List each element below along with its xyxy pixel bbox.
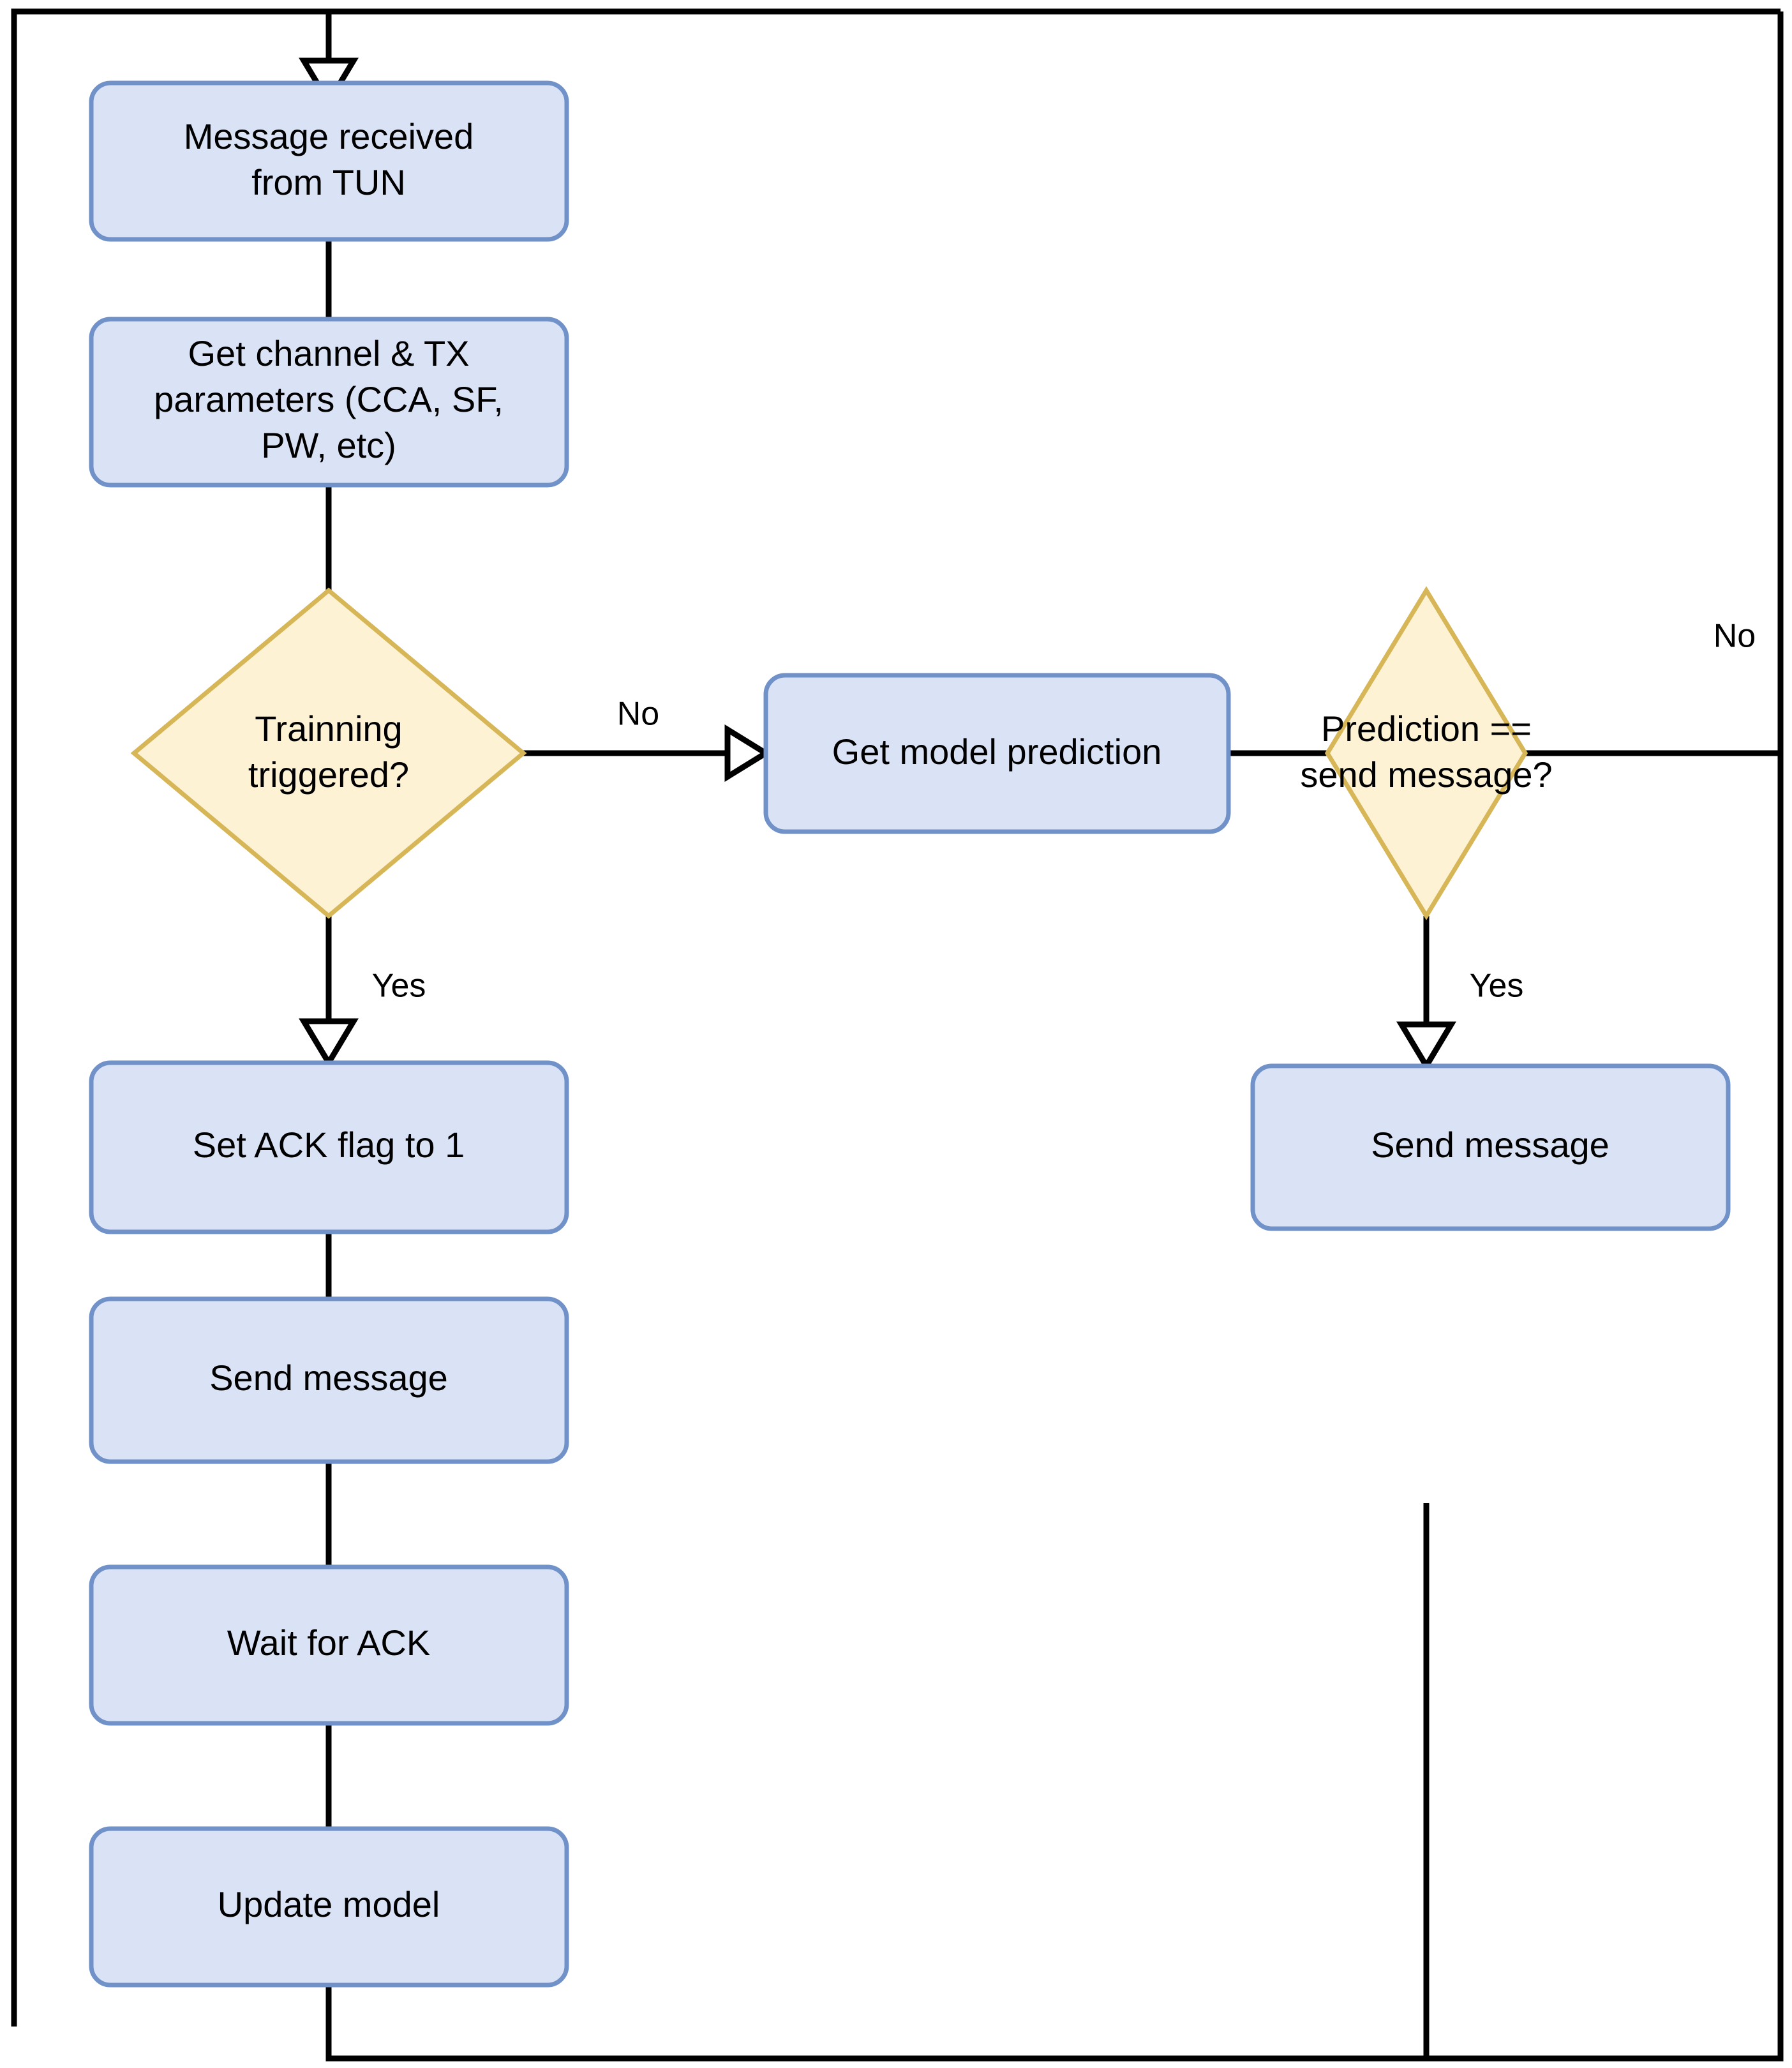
node-shape-process	[89, 1826, 569, 1988]
node-trainning-triggered-decision[interactable]: Trainning triggered?	[130, 587, 527, 919]
node-shape-process	[89, 1060, 569, 1234]
node-shape-decision	[130, 587, 527, 919]
edge-label-training-yes: Yes	[372, 968, 426, 1005]
node-send-message-right[interactable]: Send message	[1250, 1063, 1731, 1231]
arrowhead-into-send-message-right	[1396, 1021, 1456, 1072]
node-label-line: Get model prediction	[832, 731, 1162, 772]
node-shape-process	[89, 1296, 569, 1464]
edge-label-prediction-yes: Yes	[1470, 968, 1524, 1005]
node-label-line: Get channel & TX	[188, 333, 470, 373]
node-label-line: send message?	[1300, 754, 1552, 795]
node-shape-process	[89, 1564, 569, 1726]
node-label-line: Message received	[184, 116, 474, 156]
node-shape-process	[89, 80, 569, 242]
node-label-line: Prediction ==	[1321, 708, 1532, 749]
node-shape-decision	[1324, 586, 1528, 920]
connector-outer-loop-frame	[11, 8, 1781, 2027]
node-send-message-left[interactable]: Send message	[89, 1296, 569, 1464]
node-shape-process	[763, 673, 1231, 834]
node-label-line: Send message	[1371, 1125, 1609, 1165]
node-label-line: Trainning	[255, 708, 402, 749]
node-set-ack-flag-to-1[interactable]: Set ACK flag to 1	[89, 1060, 569, 1234]
edge-label-prediction-no: No	[1714, 618, 1756, 655]
arrowhead-into-get-prediction	[724, 724, 772, 783]
node-label-line: parameters (CCA, SF,	[154, 379, 504, 419]
arrowhead-into-set-ack	[299, 1018, 359, 1068]
node-get-model-prediction[interactable]: Get model prediction	[763, 673, 1231, 834]
node-prediction-equals-send-message-decision[interactable]: Prediction == send message?	[1300, 586, 1553, 920]
node-label-line: PW, etc)	[261, 425, 396, 465]
node-shape-process	[89, 317, 569, 488]
node-label-line: from TUN	[251, 162, 406, 202]
node-label-line: triggered?	[248, 754, 409, 795]
node-label-line: Wait for ACK	[227, 1622, 430, 1663]
node-update-model[interactable]: Update model	[89, 1826, 569, 1988]
node-label-line: Set ACK flag to 1	[193, 1125, 465, 1165]
node-wait-for-ack[interactable]: Wait for ACK	[89, 1564, 569, 1726]
node-label-line: Send message	[209, 1358, 448, 1398]
node-label-line: Update model	[218, 1884, 440, 1924]
node-shape-process	[1250, 1063, 1731, 1231]
node-message-received-from-tun[interactable]: Message received from TUN	[89, 80, 569, 242]
node-get-channel-tx-parameters[interactable]: Get channel & TX parameters (CCA, SF, PW…	[89, 317, 569, 488]
connector-update-to-loop	[325, 753, 1784, 2062]
edge-label-training-no: No	[617, 696, 659, 733]
